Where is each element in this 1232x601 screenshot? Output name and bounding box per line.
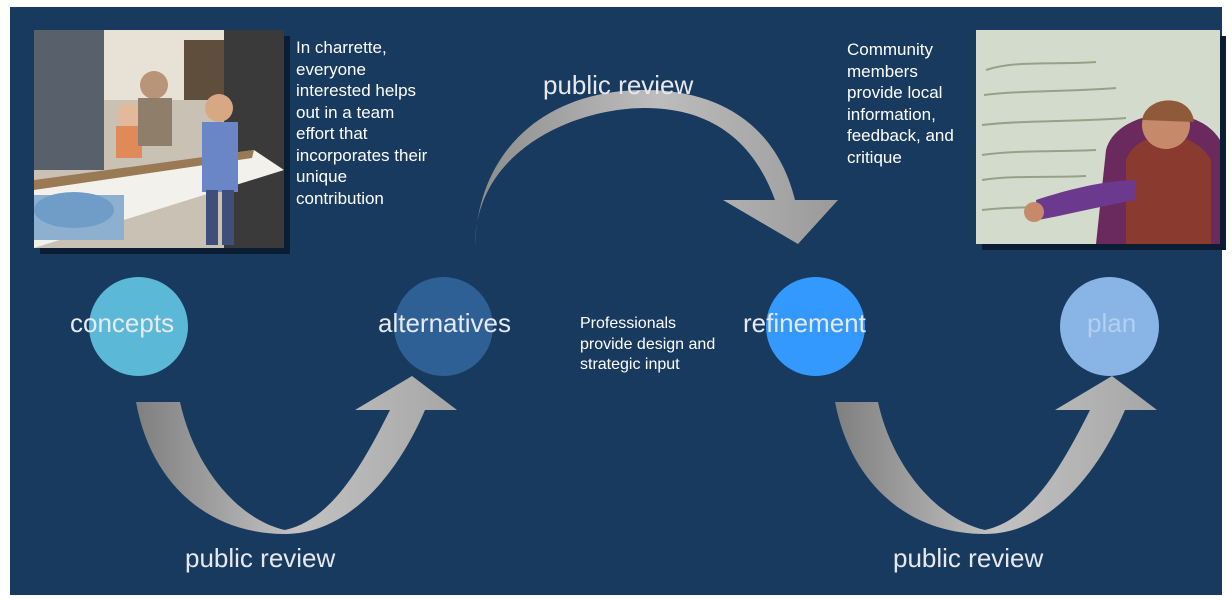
top-review-arrow [475, 90, 838, 246]
charrette-caption: In charrette, everyone interested helps … [296, 38, 428, 208]
concepts-label: concepts [70, 308, 175, 338]
alternatives-node [394, 277, 493, 376]
plan-node [1060, 277, 1159, 376]
top-review-label: public review [543, 70, 694, 100]
concepts-node [89, 277, 188, 376]
community-caption: Community members provide local informat… [847, 40, 954, 167]
community-member-writing-photo [976, 30, 1220, 244]
bottom-left-review-label: public review [185, 543, 336, 573]
bottom-right-review-arrow [835, 376, 1157, 534]
plan-label: plan [1087, 308, 1137, 338]
bottom-left-review-arrow [136, 376, 457, 534]
refinement-node [766, 277, 865, 376]
bottom-right-review-label: public review [893, 543, 1044, 573]
alternatives-label: alternatives [378, 308, 511, 338]
charrette-participants-photo [34, 30, 284, 248]
professionals-caption: Professionals provide design and strateg… [580, 315, 716, 373]
refinement-label: refinement [743, 308, 866, 338]
